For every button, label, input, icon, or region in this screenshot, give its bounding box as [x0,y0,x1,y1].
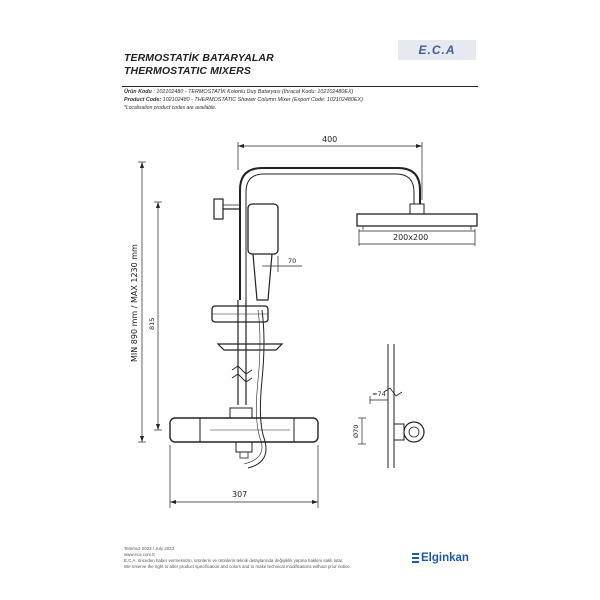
footer-note-tr: E.C.A. önceden haber vermeksizin, ürünle… [124,558,344,563]
label-arm-length: 400 [322,135,337,144]
product-code-en: Product Code: 102102480 - THERMOSTATIC S… [124,97,363,103]
title-turkish: TERMOSTATİK BATARYALAR [124,52,274,64]
head-shower-connector [409,203,425,215]
shower-hose [247,309,267,469]
title-english: THERMOSTATIC MIXERS [124,65,251,77]
eca-logo: E.C.A [398,40,476,60]
product-code-en-label: Product Code: [124,97,162,103]
elginkan-logo: Elginkan [412,552,469,564]
label-depth: ≈74 [372,390,386,398]
label-height-range: MIN 890 mm / MAX 1230 mm [130,244,139,362]
label-body-width: 307 [232,490,247,499]
label-hand-offset: 70 [288,257,296,265]
label-column-height: 815 [148,318,156,330]
head-shower [356,213,478,227]
product-code-tr-text: : 102102480 - TERMOSTATİK Kolonlu Duş Ba… [153,89,354,95]
header-divider [122,86,478,88]
product-code-tr: Ürün Kodu : 102102480 - TERMOSTATİK Kolo… [124,89,353,95]
footer-date: Temmuz 2023 / July 2023 [124,546,175,551]
eca-logo-text: E.C.A [418,43,456,57]
overhead-arm [239,167,421,300]
localisation-note: *Localisation product codes are availabl… [124,105,217,111]
footer-note-en: We reserve the right to alter product sp… [124,564,351,569]
label-outlet-diameter: Ø70 [352,425,360,438]
elginkan-mark-icon [412,553,419,564]
product-code-en-text: 102102480 - THERMOSTATIC Shower Column M… [162,97,363,103]
side-view-outlet [403,421,425,443]
label-head-size: 200x200 [393,233,428,242]
product-code-tr-label: Ürün Kodu [124,89,152,95]
soap-dish [216,343,284,351]
footer-website: www.eca.com.tr [124,552,155,557]
diverter-knob [213,198,224,220]
hand-shower [247,203,279,255]
elginkan-brand-text: Elginkan [421,552,469,564]
